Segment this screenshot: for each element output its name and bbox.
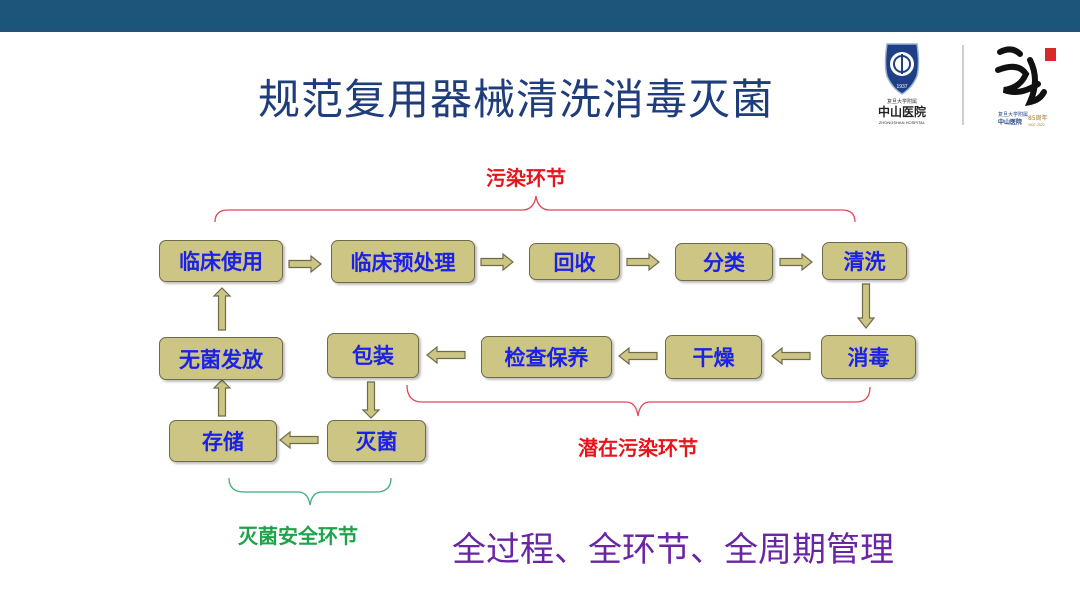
arrow-down-icon [361, 381, 381, 419]
hospital-logo-icon: 1937 复旦大学附属 中山医院 ZHONGSHAN HOSPITAL 复旦大学… [878, 43, 1056, 127]
step-clinical-use: 临床使用 [159, 240, 283, 282]
step-sorting: 分类 [675, 243, 773, 281]
contamination-label: 污染环节 [486, 166, 566, 190]
step-inspection: 检查保养 [481, 336, 612, 378]
svg-text:中山医院: 中山医院 [998, 118, 1022, 126]
logo-year: 1937 [896, 84, 907, 90]
arrow-right-icon [480, 253, 514, 271]
svg-text:1937-2022: 1937-2022 [1028, 123, 1045, 127]
potential-contamination-label: 潜在污染环节 [578, 436, 698, 460]
svg-text:85周年: 85周年 [1028, 114, 1048, 122]
logo-area: 1937 复旦大学附属 中山医院 ZHONGSHAN HOSPITAL 复旦大学… [870, 40, 1070, 135]
step-sterile-release: 无菌发放 [159, 337, 283, 380]
arrow-left-icon [618, 346, 658, 366]
arrow-down-icon [856, 283, 876, 329]
arrow-right-icon [779, 253, 813, 271]
arrow-left-icon [279, 430, 319, 450]
arrow-right-icon [288, 255, 322, 273]
logo-divider [962, 45, 964, 125]
step-disinfection: 消毒 [821, 335, 916, 379]
potential-contamination-brace [406, 384, 871, 417]
page-title: 规范复用器械清洗消毒灭菌 [258, 75, 775, 124]
arrow-right-icon [626, 253, 660, 271]
arrow-up-icon [212, 379, 232, 417]
step-cleaning: 清洗 [822, 242, 907, 280]
sterilization-safety-label: 灭菌安全环节 [238, 524, 358, 548]
header-bar [0, 0, 1080, 32]
svg-text:复旦大学附属: 复旦大学附属 [887, 98, 917, 105]
step-sterilization: 灭菌 [327, 420, 426, 462]
step-packaging: 包装 [327, 333, 419, 378]
step-recovery: 回收 [529, 243, 620, 280]
svg-text:中山医院: 中山医院 [878, 104, 926, 119]
step-clinical-pretreatment: 临床预处理 [331, 240, 475, 283]
arrow-left-icon [426, 345, 466, 365]
step-drying: 干燥 [665, 335, 762, 379]
sterilization-safety-brace [228, 477, 392, 506]
contamination-brace [214, 195, 856, 223]
arrow-left-icon [771, 346, 811, 366]
arrow-up-icon [212, 287, 232, 331]
slogan: 全过程、全环节、全周期管理 [452, 530, 894, 570]
svg-text:复旦大学附属: 复旦大学附属 [998, 111, 1028, 118]
svg-text:ZHONGSHAN HOSPITAL: ZHONGSHAN HOSPITAL [879, 120, 926, 125]
step-storage: 存储 [169, 420, 277, 462]
